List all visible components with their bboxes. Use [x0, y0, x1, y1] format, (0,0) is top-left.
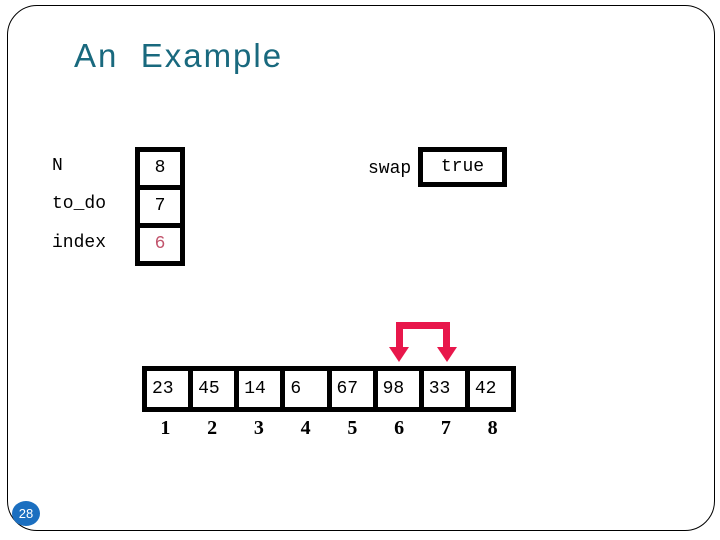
array-row: 23 45 14 6 67 98 33 42	[142, 366, 516, 412]
array-index-6: 6	[394, 417, 405, 439]
array-cell-5: 67	[326, 371, 373, 407]
array-cell-8: 42	[464, 371, 511, 407]
array-index-4: 4	[300, 417, 311, 439]
array-cell-3: 14	[234, 371, 281, 407]
array-index-3: 3	[253, 417, 264, 439]
slide-border	[7, 5, 715, 531]
swap-arrow-right-head-icon	[437, 347, 457, 362]
swap-arrow-left-stem	[396, 322, 403, 348]
array-cell-4: 6	[280, 371, 327, 407]
variable-label-to-do: to_do	[52, 194, 107, 214]
array-index-2: 2	[207, 417, 218, 439]
array-index-7: 7	[440, 417, 451, 439]
swap-arrow-left-head-icon	[389, 347, 409, 362]
swap-arrow-right-stem	[443, 322, 450, 348]
variable-label-n: N	[52, 156, 63, 176]
variable-value-boxes: 8 7 6	[135, 147, 185, 266]
variable-value-to-do: 7	[140, 185, 180, 223]
array-cell-2: 45	[188, 371, 235, 407]
swap-value-box: true	[418, 147, 507, 187]
array-index-row: 1 2 3 4 5 6 7 8	[142, 417, 516, 440]
variable-value-index: 6	[140, 223, 180, 261]
swap-label: swap	[368, 159, 412, 179]
slide-title: An Example	[74, 37, 284, 74]
swap-arrow-bar	[396, 322, 450, 329]
array-index-1: 1	[160, 417, 171, 439]
array-cell-1: 23	[147, 371, 189, 407]
variable-label-index: index	[52, 233, 107, 253]
array-index-5: 5	[347, 417, 358, 439]
variable-value-n: 8	[140, 152, 180, 185]
array-index-8: 8	[487, 417, 498, 439]
page-number-badge: 28	[12, 501, 40, 526]
array-cell-7: 33	[418, 371, 465, 407]
array-cell-6: 98	[372, 371, 419, 407]
